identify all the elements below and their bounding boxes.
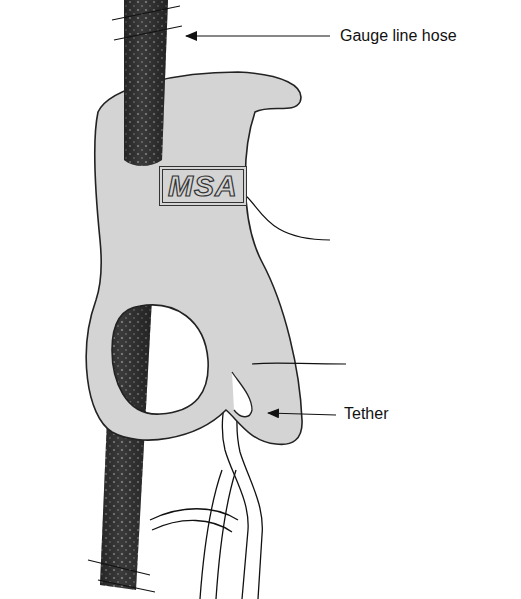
upper-hose [112, 0, 182, 166]
brand-logo: MSA [159, 166, 247, 206]
part-label: Gauge line hose [340, 26, 457, 45]
tether-body [86, 72, 302, 444]
leader-lines [186, 36, 346, 415]
part-label: Tether [344, 404, 388, 423]
tether-slot [232, 372, 252, 417]
